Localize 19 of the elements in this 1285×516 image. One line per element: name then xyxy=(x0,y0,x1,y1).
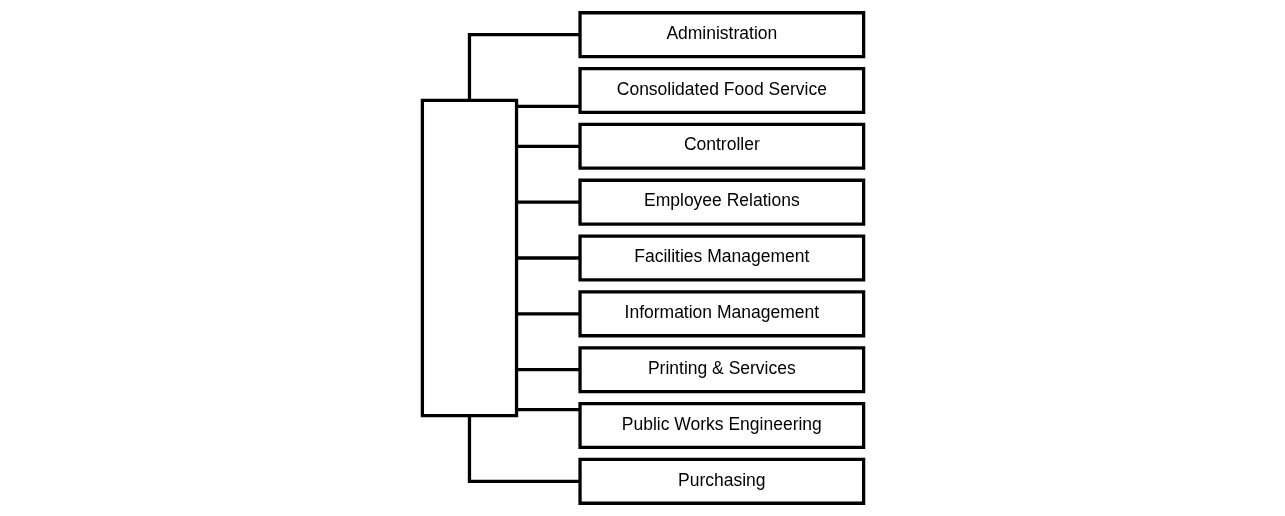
connector xyxy=(516,104,580,108)
node-box xyxy=(420,98,518,418)
node-box: Facilities Management xyxy=(577,234,865,282)
connector xyxy=(516,144,580,148)
node-box: Printing & Services xyxy=(577,346,865,394)
node-box: Administration xyxy=(577,11,865,59)
node-box: Employee Relations xyxy=(577,178,865,226)
connector xyxy=(516,312,580,316)
node-box: Consolidated Food Service xyxy=(577,66,865,114)
connector xyxy=(516,408,580,412)
node-box: Purchasing xyxy=(577,457,865,505)
node-box: Controller xyxy=(577,122,865,170)
connector xyxy=(516,256,580,260)
connector xyxy=(467,33,580,101)
connector xyxy=(516,368,580,372)
connector xyxy=(467,415,580,483)
node-box: Public Works Engineering xyxy=(577,402,865,450)
node-box: Information Management xyxy=(577,290,865,338)
connector xyxy=(516,200,580,204)
